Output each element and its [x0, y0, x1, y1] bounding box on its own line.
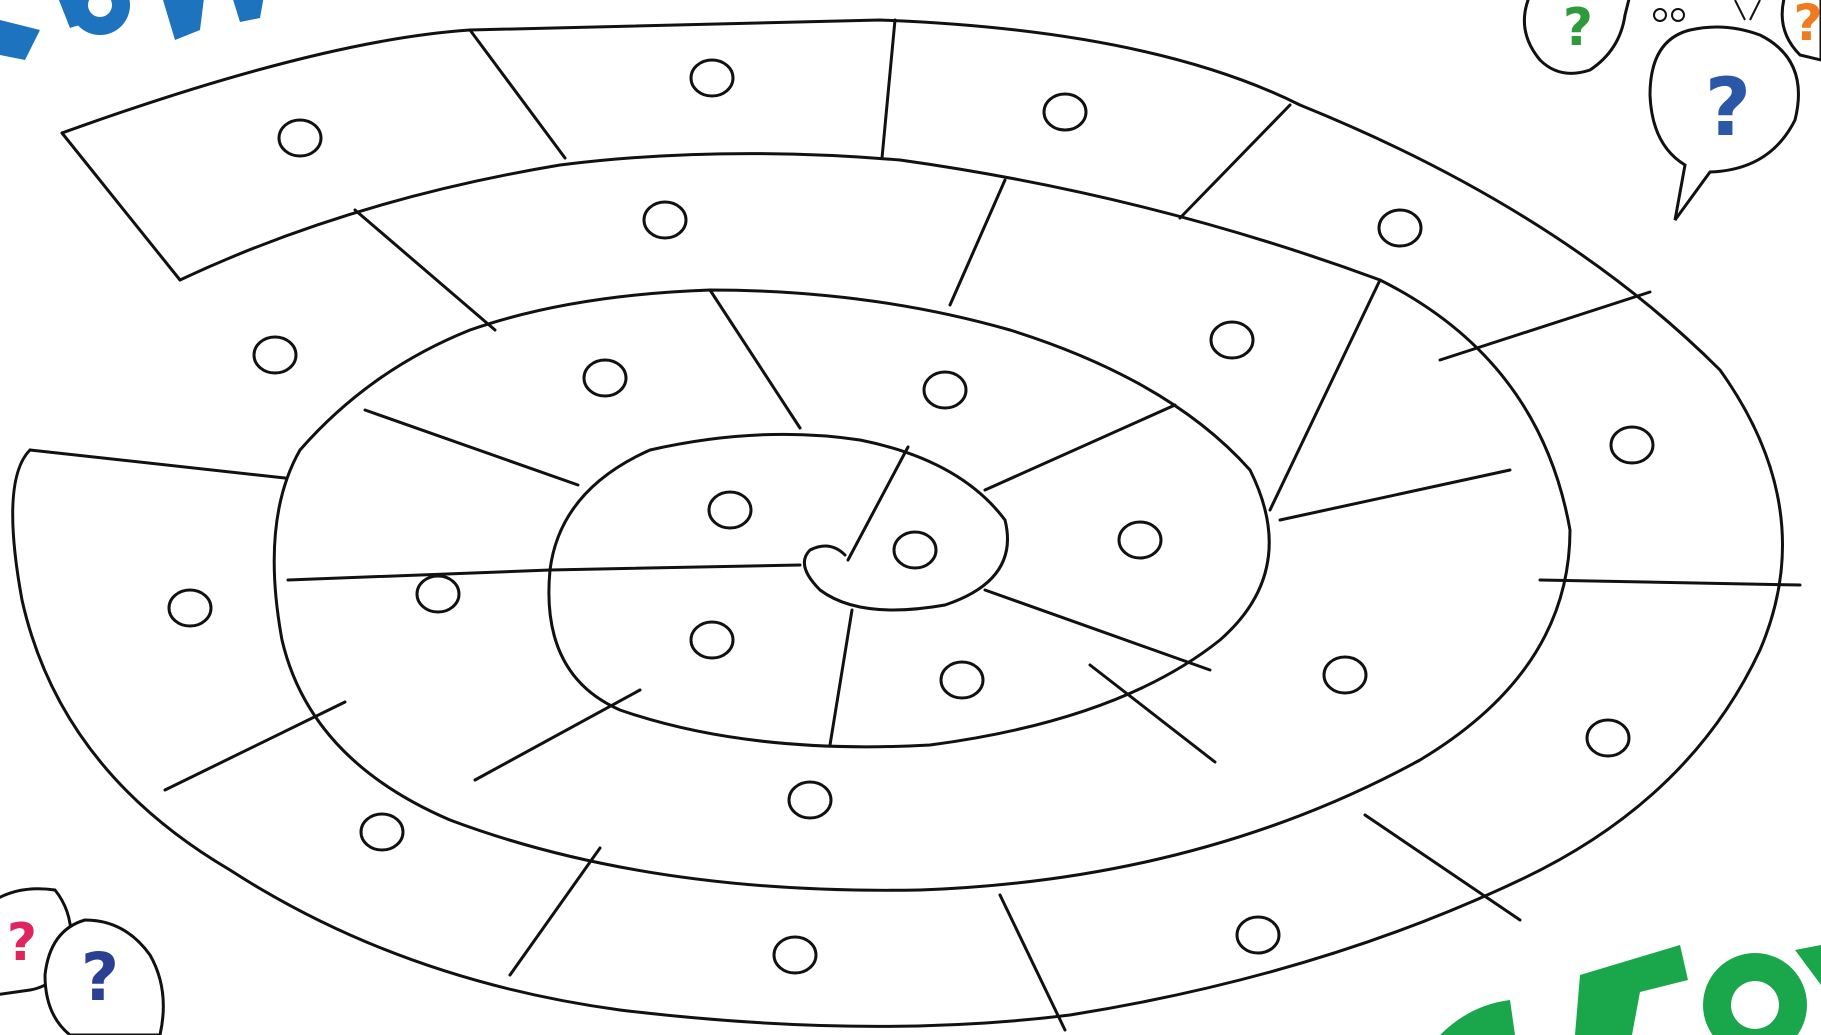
spiral-inner-track: [180, 154, 1570, 891]
top-left-title-fragment: [0, 0, 265, 60]
space-divider: [1090, 665, 1215, 762]
space-divider: [62, 133, 180, 280]
space-divider: [1440, 292, 1650, 360]
board-space-marker[interactable]: [789, 782, 831, 818]
question-bubble-orange-icon: ?: [1782, 0, 1821, 60]
board-space-marker[interactable]: [644, 202, 686, 238]
board-space-marker[interactable]: [709, 492, 751, 528]
board-space-marker[interactable]: [361, 814, 403, 850]
svg-text:?: ?: [1793, 0, 1821, 52]
board-space-marker[interactable]: [774, 937, 816, 973]
board-space-marker[interactable]: [894, 532, 936, 568]
board-space-marker[interactable]: [279, 120, 321, 156]
board-space-marker[interactable]: [1119, 522, 1161, 558]
space-divider: [1280, 470, 1510, 520]
board-space-marker[interactable]: [1044, 94, 1086, 130]
board-space-marker[interactable]: [691, 60, 733, 96]
board-spaces: [169, 60, 1653, 973]
board-space-marker[interactable]: [1587, 720, 1629, 756]
space-divider: [1270, 280, 1380, 510]
board-space-marker[interactable]: [584, 360, 626, 396]
svg-text:?: ?: [81, 939, 119, 1016]
space-divider: [830, 610, 852, 745]
space-divider: [1180, 105, 1290, 218]
board-space-marker[interactable]: [1611, 427, 1653, 463]
space-divider: [882, 20, 895, 158]
space-divider: [510, 848, 600, 975]
spiral-board: [13, 20, 1800, 1030]
space-divider: [1365, 815, 1520, 920]
bottom-right-title-fragment: [1440, 945, 1821, 1035]
question-bubbles-bottom-left: ? ?: [0, 889, 163, 1035]
space-divider: [288, 570, 550, 580]
space-divider: [30, 450, 285, 478]
board-space-marker[interactable]: [1211, 322, 1253, 358]
board-space-marker[interactable]: [691, 622, 733, 658]
question-bubble-green-icon: ?: [1524, 0, 1630, 73]
space-divider: [985, 405, 1175, 490]
board-space-marker[interactable]: [1324, 657, 1366, 693]
svg-text:?: ?: [7, 913, 37, 973]
board-space-marker[interactable]: [169, 590, 211, 626]
board-space-marker[interactable]: [941, 662, 983, 698]
spiral-outer-edge: [13, 20, 1783, 1026]
space-divider: [365, 410, 578, 485]
board-space-marker[interactable]: [254, 337, 296, 373]
board-space-marker[interactable]: [1379, 210, 1421, 246]
space-divider: [950, 180, 1005, 305]
space-divider: [985, 590, 1210, 670]
space-divider: [165, 702, 345, 790]
board-space-marker[interactable]: [924, 372, 966, 408]
space-divider: [1000, 895, 1065, 1030]
space-divider: [550, 565, 800, 570]
svg-text:?: ?: [1563, 0, 1593, 58]
space-divider: [355, 210, 495, 330]
question-bubbles-top-right: ? ? ?: [1524, 0, 1821, 220]
question-bubble-blue-icon: ?: [1650, 27, 1798, 220]
space-divider: [1540, 580, 1800, 585]
space-divider: [710, 290, 800, 428]
board-space-marker[interactable]: [1237, 917, 1279, 953]
board-space-marker[interactable]: [417, 576, 459, 612]
small-glyph-fragment: [1654, 0, 1760, 21]
space-divider: [470, 30, 565, 158]
svg-text:?: ?: [1705, 61, 1751, 154]
space-divider: [475, 690, 640, 780]
question-bubble-navy-icon: ?: [45, 920, 163, 1035]
